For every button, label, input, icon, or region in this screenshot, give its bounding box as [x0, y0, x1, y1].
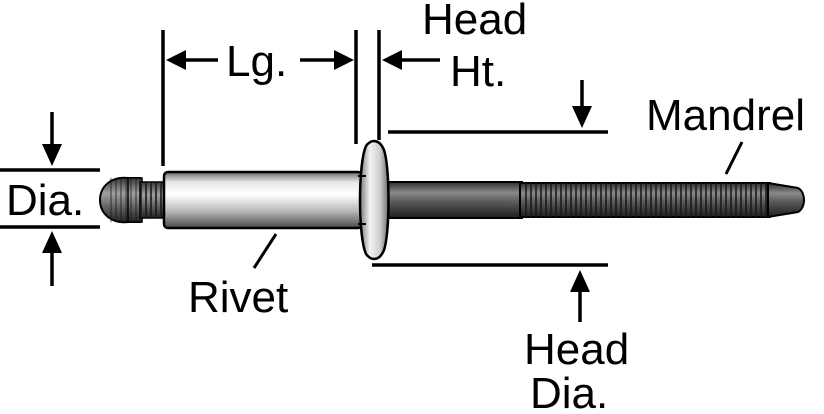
mandrel-label: Mandrel [646, 91, 805, 140]
diameter-dimension: Dia. [0, 112, 100, 286]
length-label: Lg. [226, 37, 287, 86]
head-height-dimension: Head Ht. [377, 0, 527, 140]
rivet-illustration [98, 139, 805, 261]
head-diameter-label-line2: Dia. [530, 369, 608, 414]
rivet-shank [162, 170, 364, 230]
rivet-head [358, 139, 390, 261]
length-dimension: Lg. [161, 30, 358, 166]
rivet-label: Rivet [188, 273, 288, 322]
head-height-label-line1: Head [422, 0, 527, 44]
mandrel-callout: Mandrel [646, 91, 805, 175]
mandrel-stem [379, 181, 805, 219]
rivet-callout: Rivet [188, 233, 288, 322]
head-diameter-label-line1: Head [524, 325, 629, 374]
head-diameter-dimension: Head Dia. [372, 80, 629, 414]
head-height-label-line2: Ht. [450, 47, 506, 96]
mandrel-ball-end [98, 176, 167, 224]
diameter-label: Dia. [6, 176, 84, 225]
